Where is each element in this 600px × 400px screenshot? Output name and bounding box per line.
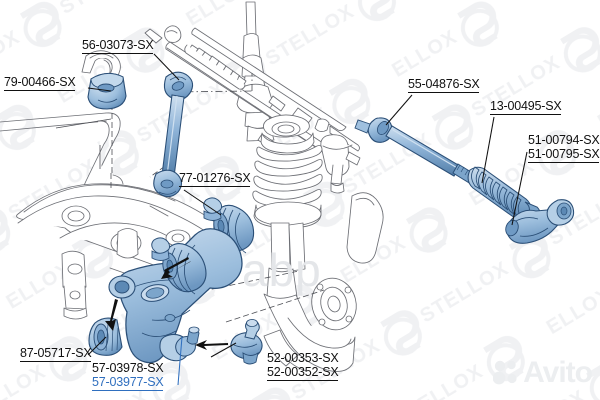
part-front-lower-control-arm	[108, 228, 243, 364]
part-number-label-stabilizer-link[interactable]: 56-03073-SX	[82, 38, 154, 54]
part-number-51-00794-sx: 51-00794-SX	[528, 133, 600, 147]
part-number-13-00495-sx: 13-00495-SX	[490, 99, 562, 115]
part-number-87-05717-sx: 87-05717-SX	[20, 346, 92, 362]
part-outer-tie-rod-end	[505, 199, 575, 244]
part-number-55-04876-sx: 55-04876-SX	[408, 77, 480, 93]
part-number-51-00795-sx: 51-00795-SX	[528, 146, 600, 163]
part-stabilizer-bar-bushing	[87, 72, 127, 110]
leader-51-0079	[511, 151, 528, 226]
control-arm-rear-bushing-mounted	[151, 237, 207, 295]
leader-52-0035	[210, 342, 237, 358]
steering-rack-assembly	[144, 1, 361, 194]
part-number-label-inner-tie-rod[interactable]: 55-04876-SX	[408, 77, 480, 93]
part-number-56-03073-sx: 56-03073-SX	[82, 38, 154, 54]
part-number-77-01276-sx: 77-01276-SX	[179, 171, 251, 187]
assembly-arrows	[105, 257, 228, 350]
part-number-57-03978-sx: 57-03978-SX	[92, 361, 164, 375]
leader-77-01276	[183, 189, 222, 216]
part-number-label-control-arm-front-bushing[interactable]: 87-05717-SX	[20, 346, 92, 362]
part-ball-joint-exploded	[230, 319, 263, 365]
leader-87-05717	[87, 336, 107, 356]
part-number-79-00466-sx: 79-00466-SX	[4, 75, 76, 91]
knuckle-fragment-right	[346, 192, 384, 264]
leader-56-03073	[153, 53, 180, 81]
part-number-57-03977-sx: 57-03977-SX	[92, 374, 164, 391]
part-stabilizer-link	[153, 71, 194, 198]
strut-spring-knuckle-assembly	[252, 114, 357, 372]
part-number-52-00353-sx: 52-00353-SX	[267, 351, 339, 365]
leader-57-0397	[177, 336, 183, 386]
leader-55-04876	[385, 94, 413, 126]
part-number-label-stabilizer-bar-bushing[interactable]: 79-00466-SX	[4, 75, 76, 91]
part-number-label-control-arm-rear-bushing[interactable]: 77-01276-SX	[179, 171, 251, 187]
leader-lines	[87, 53, 528, 358]
leader-79-00466	[87, 87, 112, 92]
part-number-label-steering-rack-boot[interactable]: 13-00495-SX	[490, 99, 562, 115]
part-number-52-00352-sx: 52-00352-SX	[267, 364, 339, 381]
leader-13-00495	[481, 116, 495, 184]
